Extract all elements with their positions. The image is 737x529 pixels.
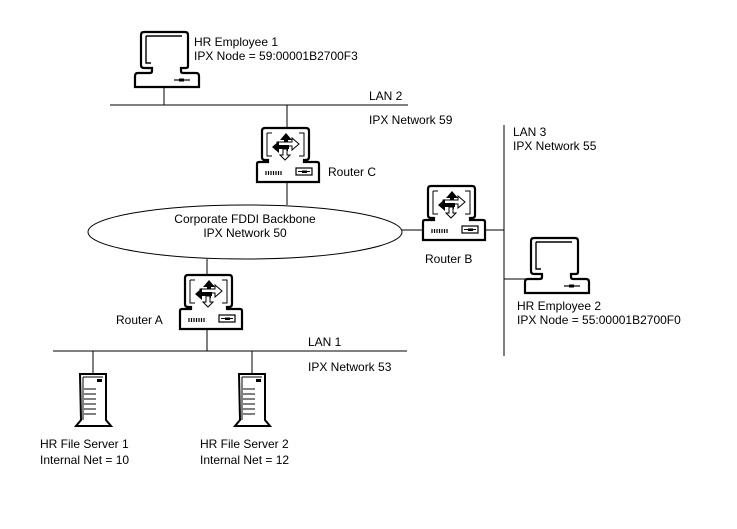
hr-file-server-2-name: HR File Server 2 — [200, 437, 289, 451]
lan2-ipx-network: IPX Network 59 — [369, 113, 453, 127]
router-c-label: Router C — [328, 165, 377, 179]
lan3-name: LAN 3 — [513, 125, 547, 139]
router-a-label: Router A — [116, 313, 163, 327]
router-b-label: Router B — [425, 252, 473, 266]
lan1-name: LAN 1 — [308, 335, 342, 349]
hr-file-server-1-icon — [75, 373, 112, 427]
fddi-backbone-ring — [87, 204, 403, 260]
hr-file-server-1-name: HR File Server 1 — [40, 437, 129, 451]
router-c-icon — [255, 126, 321, 184]
hr-employee-1-ipx-node: IPX Node = 59:00001B2700F3 — [194, 49, 358, 63]
hr-employee-1-name: HR Employee 1 — [194, 35, 279, 49]
hr-file-server-1-internal-net: Internal Net = 10 — [40, 453, 130, 467]
lan2-name: LAN 2 — [369, 89, 403, 103]
router-b-icon — [421, 184, 487, 242]
hr-employee-2-workstation-icon — [523, 236, 591, 295]
hr-employee-2-name: HR Employee 2 — [517, 299, 602, 313]
lan3-ipx-network: IPX Network 55 — [513, 139, 597, 153]
backbone-name: Corporate FDDI Backbone — [174, 212, 316, 226]
hr-employee-2-ipx-node: IPX Node = 55:00001B2700F0 — [517, 313, 681, 327]
hr-file-server-2-internal-net: Internal Net = 12 — [200, 453, 290, 467]
hr-employee-1-workstation-icon — [133, 30, 201, 89]
lan1-ipx-network: IPX Network 53 — [308, 360, 392, 374]
hr-file-server-2-icon — [234, 373, 271, 427]
router-a-icon — [178, 273, 244, 331]
backbone-ipx-network: IPX Network 50 — [203, 226, 287, 240]
